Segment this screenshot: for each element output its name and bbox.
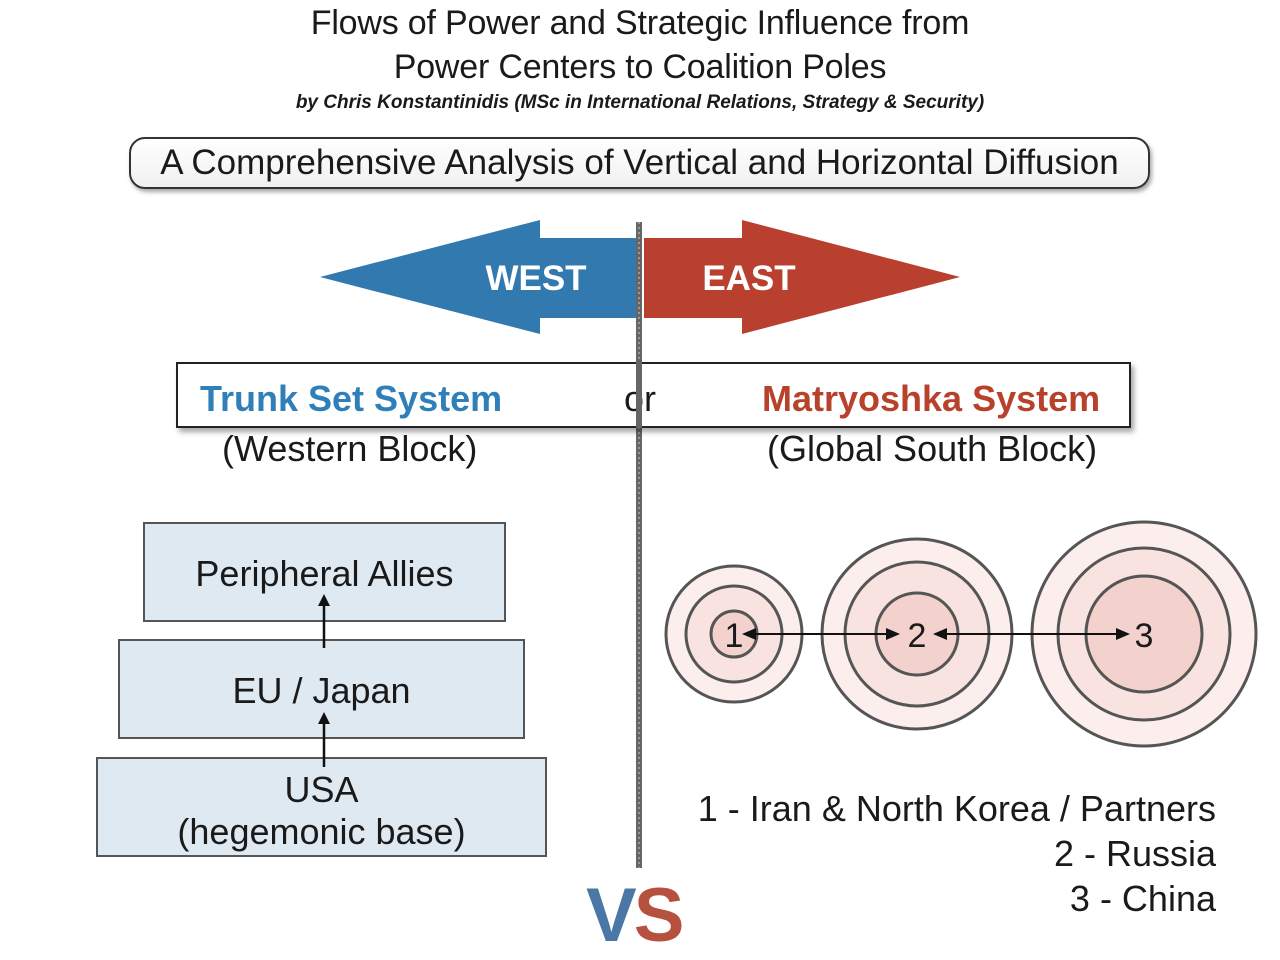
- author-byline: by Chris Konstantinidis (MSc in Internat…: [295, 92, 985, 113]
- east-arrow: [644, 220, 960, 334]
- peripheral-allies-label: Peripheral Allies: [195, 553, 454, 594]
- system-comparison-box: Trunk Set System or Matryoshka System: [176, 362, 1131, 428]
- west-label: WEST: [485, 259, 586, 298]
- east-label: EAST: [702, 259, 795, 298]
- vs-letter-v: V: [586, 873, 637, 958]
- legend-item-1: 1 - Iran & North Korea / Partners: [697, 788, 1216, 829]
- matryoshka-group-1: [664, 564, 804, 704]
- peripheral-allies-box: Peripheral Allies: [143, 522, 506, 622]
- vs-letter-s: S: [633, 873, 685, 958]
- matryoshka-group-3: [1030, 520, 1258, 748]
- usa-label: USA: [284, 769, 359, 810]
- legend-item-2: 2 - Russia: [1053, 833, 1216, 874]
- divider-overlay: [636, 362, 642, 428]
- title-line-2: Power Centers to Coalition Poles: [393, 48, 887, 86]
- hegemonic-base-label: (hegemonic base): [177, 811, 466, 852]
- subtitle-box: A Comprehensive Analysis of Vertical and…: [129, 137, 1150, 189]
- vs-label: VS: [586, 872, 685, 959]
- circle-label-3: 3: [1135, 617, 1154, 655]
- usa-base-box: USA (hegemonic base): [96, 757, 547, 857]
- subtitle-text: A Comprehensive Analysis of Vertical and…: [160, 143, 1119, 182]
- legend-item-3: 3 - China: [1069, 878, 1216, 919]
- matryoshka-system-title: Matryoshka System: [762, 378, 1101, 419]
- western-block-label: (Western Block): [222, 428, 478, 469]
- title-line-1: Flows of Power and Strategic Influence f…: [310, 4, 970, 42]
- global-south-block-label: (Global South Block): [767, 428, 1098, 469]
- west-arrow: [320, 220, 636, 334]
- trunk-set-system-title: Trunk Set System: [200, 378, 503, 419]
- eu-japan-label: EU / Japan: [232, 670, 411, 711]
- circle-label-2: 2: [908, 617, 927, 655]
- circle-label-1: 1: [725, 617, 744, 655]
